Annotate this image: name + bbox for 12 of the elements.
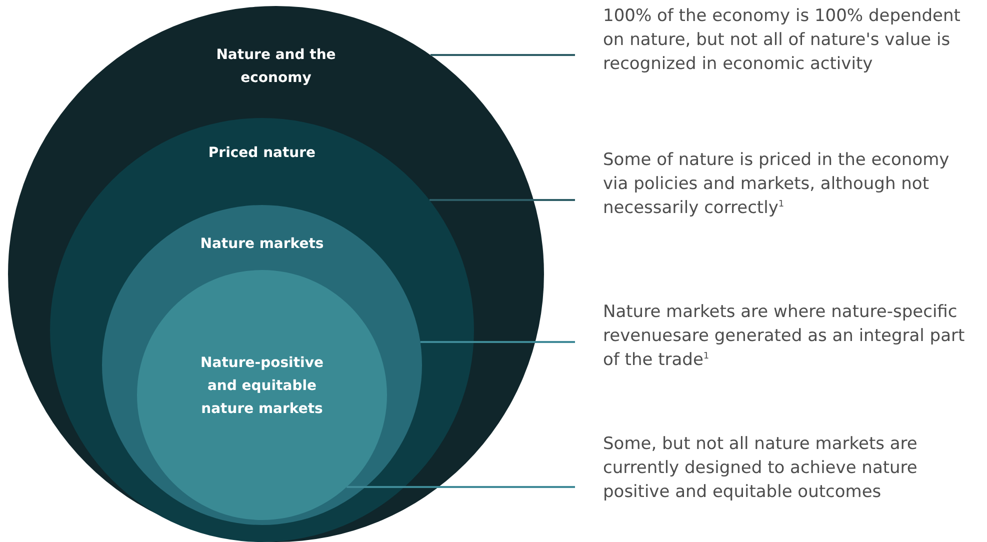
leader-line: [420, 341, 575, 343]
leader-line: [430, 54, 575, 56]
circle-title: Nature and the economy: [215, 46, 337, 88]
circle-title: Priced nature: [207, 144, 317, 163]
note-text: Some, but not all nature markets are currently designed to achieve nature positive and equitable outcomes: [603, 432, 973, 504]
circle-title: Nature markets: [199, 235, 325, 254]
leader-line: [429, 199, 575, 201]
note-text: Nature markets are where nature-specific revenuesare generated as an integral part of the trade$^{1}$: [603, 300, 973, 372]
note-text: Some of nature is priced in the economy via policies and markets, although not necessarily correctly$^{1}$: [603, 148, 973, 220]
leader-line: [346, 486, 575, 488]
note-text: 100% of the economy is 100% dependent on nature, but not all of nature's value is recognized in economic activity: [603, 4, 973, 76]
circle-title: Nature-positive and equitable nature markets: [200, 354, 324, 419]
